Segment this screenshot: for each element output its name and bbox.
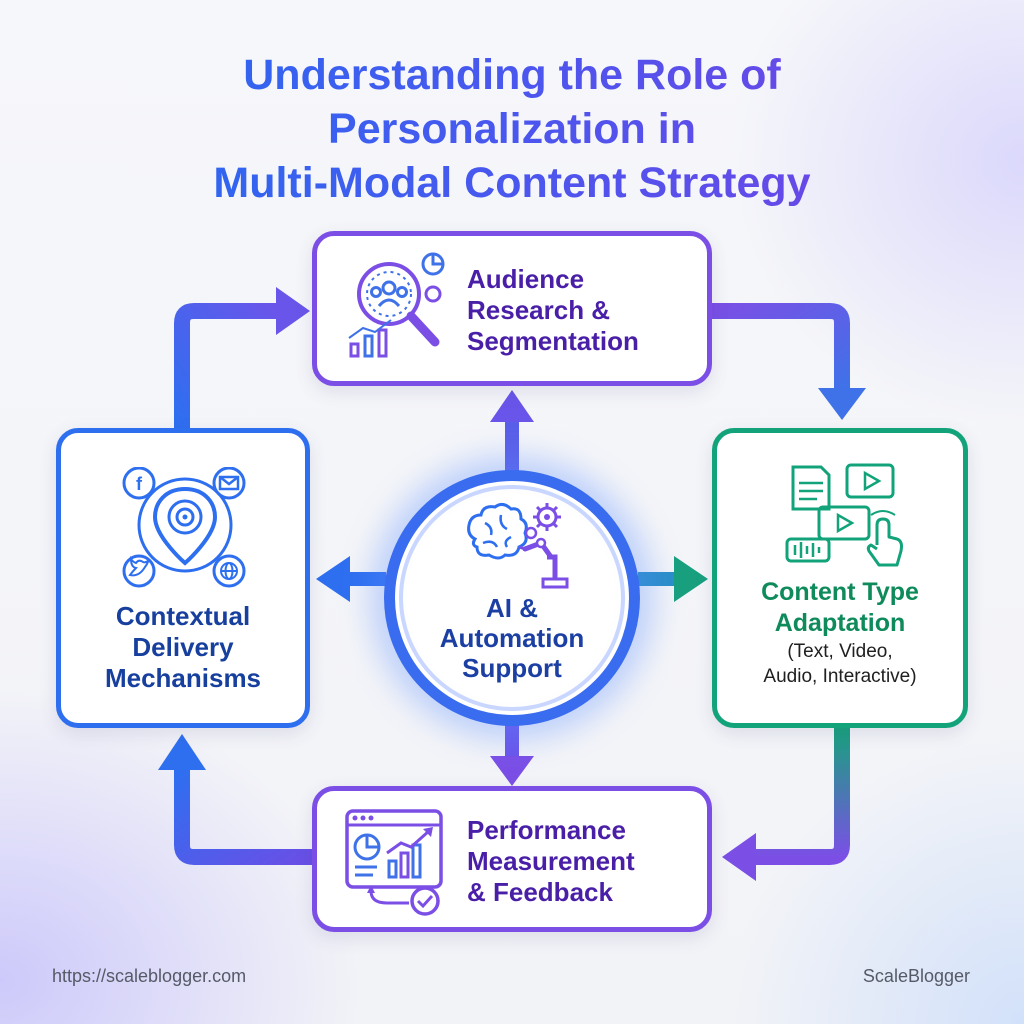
arrow-right-to-bottom — [752, 728, 850, 865]
node-contextual-delivery-label: Contextual Delivery Mechanisms — [61, 601, 305, 694]
node-line: Adaptation — [774, 609, 906, 637]
location-target-icon: f — [122, 467, 246, 588]
node-content-type-adaptation: Content Type Adaptation (Text, Video, Au… — [712, 428, 968, 728]
node-line: Research & — [467, 295, 611, 325]
node-line: Performance — [467, 815, 626, 845]
node-line: Content Type — [761, 578, 919, 606]
node-audience-research: Audience Research & Segmentation — [312, 231, 712, 386]
footer-url[interactable]: https://scaleblogger.com — [52, 966, 247, 986]
audience-analytics-icon — [348, 252, 445, 358]
node-performance-measurement: Performance Measurement & Feedback — [312, 786, 712, 932]
spoke-right-head — [674, 556, 708, 602]
node-line: Segmentation — [467, 326, 639, 356]
arrow-head-right-to-bottom — [722, 833, 756, 881]
arrow-top-to-right — [712, 303, 850, 390]
node-content-type-adaptation-label: Content Type Adaptation — [717, 577, 963, 639]
node-contextual-delivery: f Contextual Delivery Mechanisms — [56, 428, 310, 728]
spoke-down — [505, 724, 519, 760]
svg-text:f: f — [136, 474, 143, 494]
node-line: Measurement — [467, 846, 635, 876]
spoke-down-head — [490, 756, 534, 786]
center-hub-ai-automation: AI & Automation Support — [384, 470, 640, 726]
spoke-left — [346, 572, 386, 586]
node-audience-research-label: Audience Research & Segmentation — [467, 264, 639, 357]
spoke-right — [638, 572, 678, 586]
node-subline: (Text, Video, — [787, 641, 893, 662]
spoke-up-head — [490, 390, 534, 422]
ai-brain-robot-icon — [467, 502, 569, 589]
node-line: Audience — [467, 264, 585, 294]
footer-brand: ScaleBlogger — [862, 966, 970, 986]
node-line: Contextual — [115, 601, 251, 631]
spoke-left-head — [316, 556, 350, 602]
arrow-head-top-to-right — [818, 388, 866, 420]
node-line: & Feedback — [467, 877, 613, 907]
multimedia-content-icon — [785, 463, 903, 567]
node-performance-measurement-label: Performance Measurement & Feedback — [467, 815, 635, 908]
node-line: Mechanisms — [104, 663, 262, 693]
hub-line: AI & — [486, 593, 538, 623]
node-subline: Audio, Interactive) — [763, 666, 917, 687]
performance-dashboard-icon — [345, 809, 443, 916]
center-hub-label: AI & Automation Support — [395, 593, 629, 683]
node-line: Delivery — [132, 632, 234, 662]
spoke-up — [505, 418, 519, 472]
arrow-head-bottom-to-left — [158, 734, 206, 770]
arrow-bottom-to-left — [174, 768, 312, 865]
hub-line: Automation — [439, 623, 585, 653]
node-content-type-subtitle: (Text, Video, Audio, Interactive) — [717, 639, 963, 689]
arrow-head-left-to-top — [276, 287, 310, 335]
arrow-left-to-top — [174, 303, 278, 428]
hub-line: Support — [462, 653, 562, 683]
